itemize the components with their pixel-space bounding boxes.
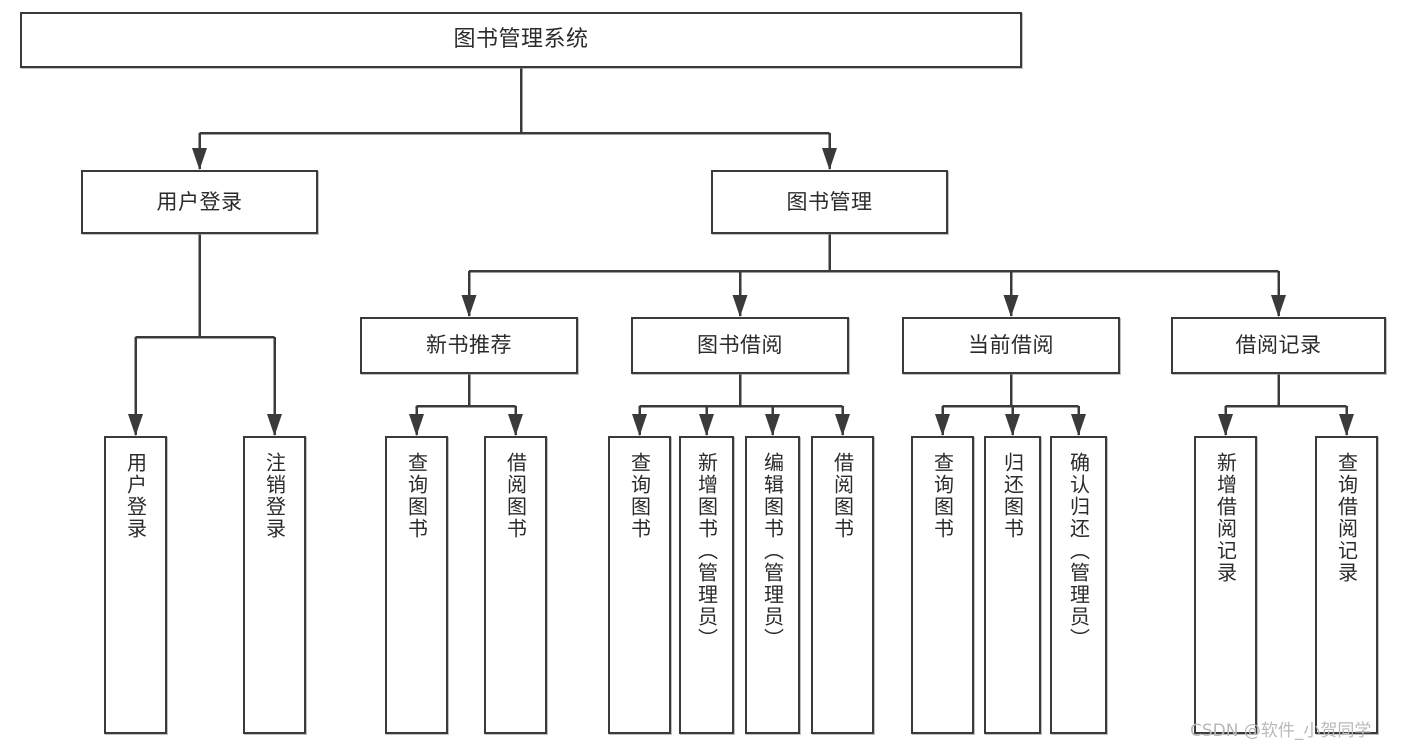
node-leaf-borrow-book-1[interactable]: 借阅图书	[484, 436, 547, 734]
node-leaf-query-book-3-label: 查询图书	[930, 452, 955, 540]
node-leaf-logout-label: 注销登录	[262, 452, 287, 540]
node-leaf-borrow-book-2[interactable]: 借阅图书	[811, 436, 874, 734]
node-leaf-confirm-return-label: 确认归还（管理员）	[1066, 452, 1091, 650]
node-new-book-recommend-label: 新书推荐	[426, 333, 512, 358]
watermark: CSDN @软件_小贺同学	[1190, 721, 1372, 741]
node-leaf-return-book[interactable]: 归还图书	[984, 436, 1041, 734]
node-root-label: 图书管理系统	[453, 27, 589, 53]
node-book-borrow-label: 图书借阅	[697, 333, 783, 358]
node-leaf-user-login[interactable]: 用户登录	[104, 436, 167, 734]
node-leaf-borrow-book-2-label: 借阅图书	[830, 452, 855, 540]
node-current-borrow[interactable]: 当前借阅	[902, 317, 1120, 374]
node-user-login[interactable]: 用户登录	[81, 170, 318, 234]
node-leaf-add-book-label: 新增图书（管理员）	[694, 452, 719, 650]
node-leaf-confirm-return[interactable]: 确认归还（管理员）	[1050, 436, 1107, 734]
node-leaf-query-book-1-label: 查询图书	[404, 452, 429, 540]
node-leaf-logout[interactable]: 注销登录	[243, 436, 306, 734]
node-borrow-record-label: 借阅记录	[1235, 333, 1322, 358]
node-leaf-query-book-2-label: 查询图书	[627, 452, 652, 540]
node-current-borrow-label: 当前借阅	[968, 333, 1054, 358]
node-leaf-edit-book-label: 编辑图书（管理员）	[760, 452, 785, 650]
node-book-borrow[interactable]: 图书借阅	[631, 317, 849, 374]
node-leaf-query-record-label: 查询借阅记录	[1334, 452, 1359, 584]
node-new-book-recommend[interactable]: 新书推荐	[360, 317, 578, 374]
node-root[interactable]: 图书管理系统	[20, 12, 1022, 68]
node-book-manage-label: 图书管理	[786, 189, 873, 214]
node-leaf-add-book[interactable]: 新增图书（管理员）	[679, 436, 734, 734]
node-leaf-query-book-3[interactable]: 查询图书	[911, 436, 974, 734]
node-leaf-borrow-book-1-label: 借阅图书	[503, 452, 528, 540]
node-leaf-add-record-label: 新增借阅记录	[1213, 452, 1238, 584]
node-borrow-record[interactable]: 借阅记录	[1171, 317, 1386, 374]
node-leaf-return-book-label: 归还图书	[1000, 452, 1025, 540]
node-leaf-add-record[interactable]: 新增借阅记录	[1194, 436, 1257, 734]
node-leaf-edit-book[interactable]: 编辑图书（管理员）	[745, 436, 800, 734]
node-book-manage[interactable]: 图书管理	[711, 170, 948, 234]
node-leaf-query-book-1[interactable]: 查询图书	[385, 436, 448, 734]
node-leaf-query-record[interactable]: 查询借阅记录	[1315, 436, 1378, 734]
node-leaf-query-book-2[interactable]: 查询图书	[608, 436, 671, 734]
node-user-login-label: 用户登录	[156, 189, 243, 214]
node-leaf-user-login-label: 用户登录	[123, 452, 148, 540]
